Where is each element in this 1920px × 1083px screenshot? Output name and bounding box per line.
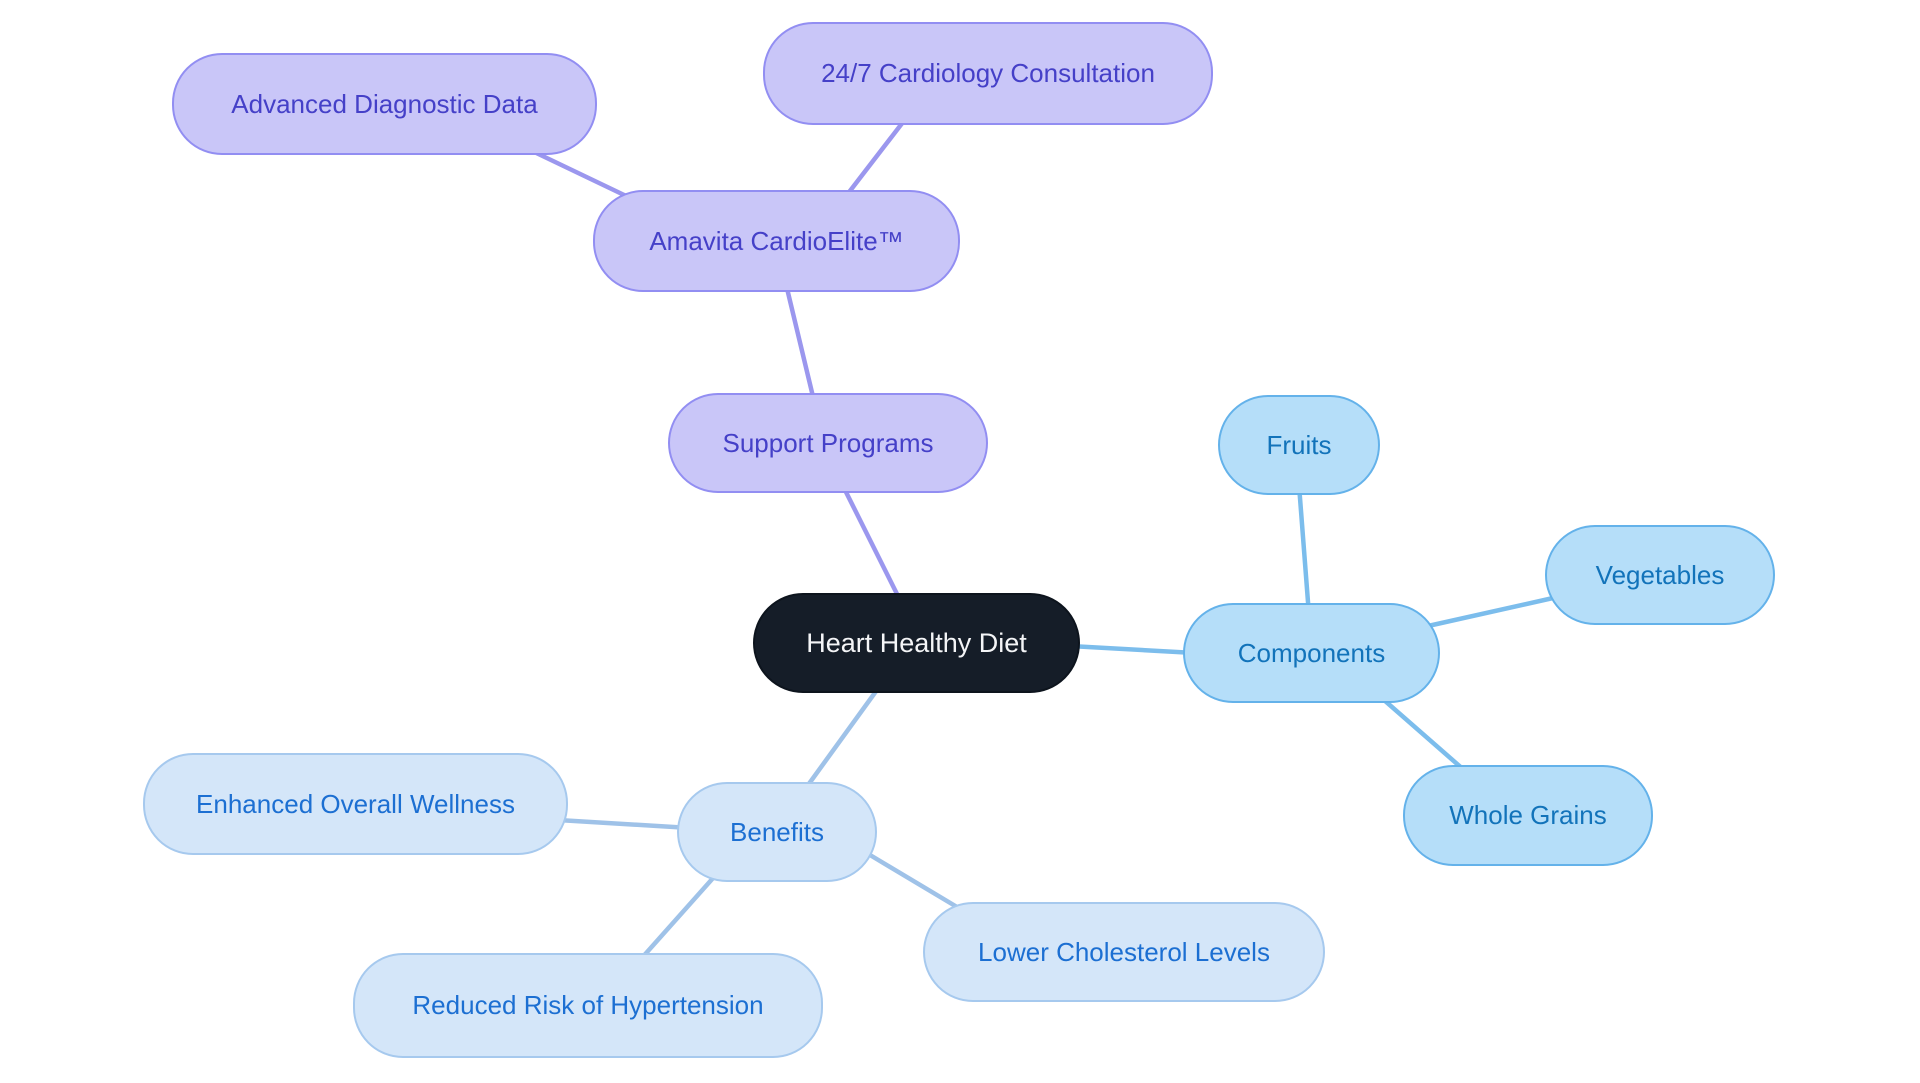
node-vegetables[interactable]: Vegetables bbox=[1545, 525, 1775, 625]
node-reduced-risk-of-hypertension[interactable]: Reduced Risk of Hypertension bbox=[353, 953, 823, 1058]
node-lower-cholesterol-levels[interactable]: Lower Cholesterol Levels bbox=[923, 902, 1325, 1002]
edge-support-to-center bbox=[837, 477, 908, 613]
node-fruits[interactable]: Fruits bbox=[1218, 395, 1380, 495]
node-amavita-cardioelite[interactable]: Amavita CardioElite™ bbox=[593, 190, 960, 292]
node-benefits[interactable]: Benefits bbox=[677, 782, 877, 882]
node-label: 24/7 Cardiology Consultation bbox=[821, 58, 1155, 88]
edge-center-to-benefits bbox=[800, 680, 885, 795]
node-label: Whole Grains bbox=[1449, 800, 1607, 830]
node-enhanced-overall-wellness[interactable]: Enhanced Overall Wellness bbox=[143, 753, 568, 855]
edge-benefits-to-cholesterol bbox=[862, 849, 965, 913]
node-heart-healthy-diet[interactable]: Heart Healthy Diet bbox=[753, 593, 1080, 693]
node-label: Support Programs bbox=[722, 427, 934, 458]
edge-components-to-wholegrains bbox=[1373, 690, 1475, 780]
node-label: Enhanced Overall Wellness bbox=[196, 788, 515, 819]
node-components[interactable]: Components bbox=[1183, 603, 1440, 703]
edge-components-to-vegetables bbox=[1425, 593, 1565, 629]
edge-amavita-to-support bbox=[782, 277, 818, 408]
node-label: Vegetables bbox=[1595, 559, 1725, 590]
edge-components-to-fruits bbox=[1296, 482, 1312, 618]
edge-benefits-to-wellness bbox=[555, 817, 693, 831]
node-label: Amavita CardioElite™ bbox=[649, 225, 904, 256]
node-label: Lower Cholesterol Levels bbox=[978, 936, 1270, 967]
edge-benefits-to-hypertension bbox=[637, 865, 725, 963]
node-label: Reduced Risk of Hypertension bbox=[412, 990, 764, 1020]
node-support-programs[interactable]: Support Programs bbox=[668, 393, 988, 493]
node-cardiology-consultation[interactable]: 24/7 Cardiology Consultation bbox=[763, 22, 1213, 125]
edge-center-to-components bbox=[1067, 643, 1198, 656]
node-whole-grains[interactable]: Whole Grains bbox=[1403, 765, 1653, 866]
node-label: Components bbox=[1237, 637, 1386, 668]
node-label: Advanced Diagnostic Data bbox=[231, 88, 538, 119]
node-label: Heart Healthy Diet bbox=[806, 627, 1027, 658]
node-label: Benefits bbox=[730, 816, 824, 847]
node-label: Fruits bbox=[1266, 429, 1332, 460]
node-advanced-diagnostic-data[interactable]: Advanced Diagnostic Data bbox=[172, 53, 597, 155]
edge-consult-to-amavita bbox=[840, 110, 913, 203]
